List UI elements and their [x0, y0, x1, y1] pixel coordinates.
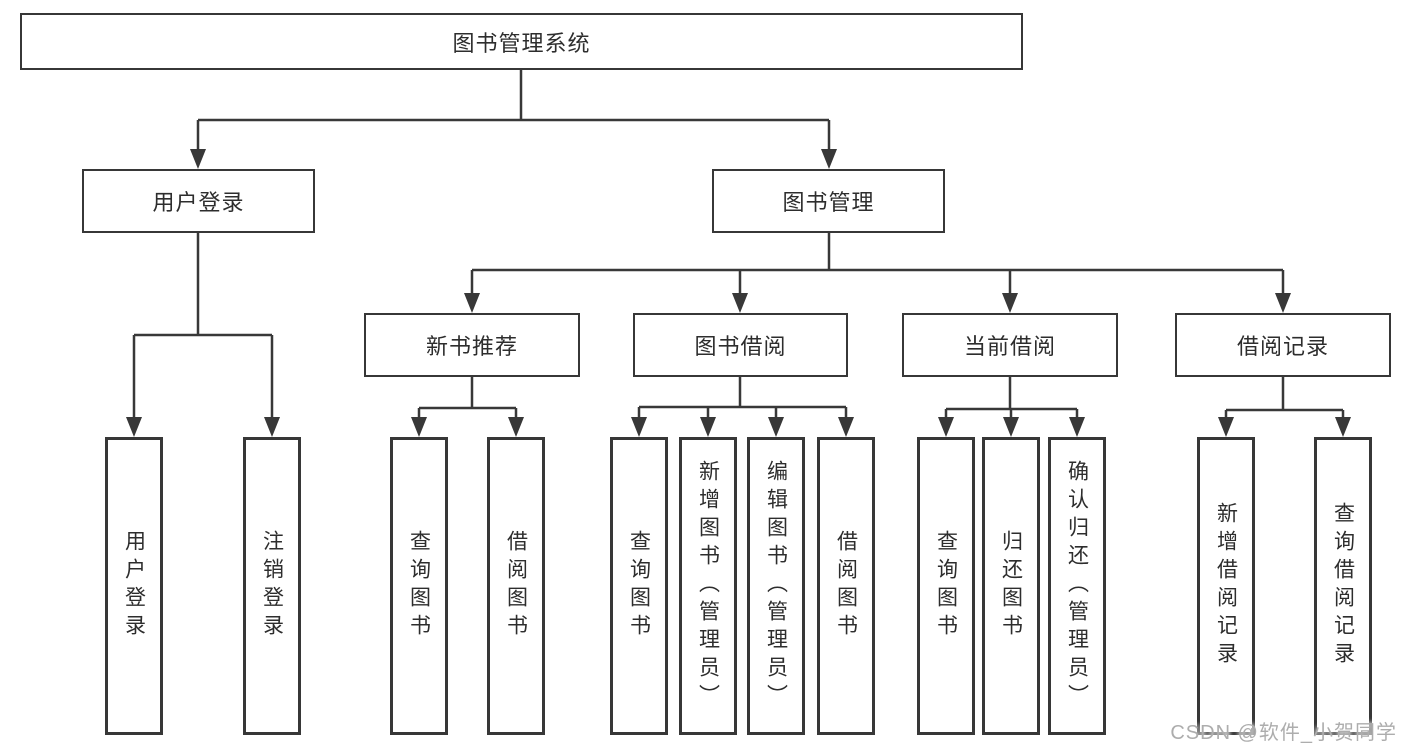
node-leaf-borrow-books: 借阅图书 [817, 437, 875, 735]
node-leaf-query-borrow-record: 查询借阅记录 [1314, 437, 1372, 735]
node-book-borrow-label: 图书借阅 [694, 334, 787, 359]
connector-borrow-records-to-leaves [1218, 377, 1351, 437]
node-borrow-records-label: 借阅记录 [1236, 334, 1329, 359]
node-leaf-logout: 注销登录 [243, 437, 301, 735]
node-leaf-borrow-books-recommend: 借阅图书 [487, 437, 545, 735]
node-leaf-add-borrow-record-label: 新增借阅记录 [1214, 502, 1238, 670]
connector-root-to-level2 [190, 70, 837, 169]
node-leaf-query-books-borrow: 查询图书 [610, 437, 668, 735]
node-leaf-confirm-return-admin: 确认归还（管理员） [1048, 437, 1106, 735]
node-leaf-add-books-admin: 新增图书（管理员） [679, 437, 737, 735]
node-current-borrow: 当前借阅 [902, 313, 1118, 377]
node-current-borrow-label: 当前借阅 [963, 334, 1056, 359]
node-new-book-recommend: 新书推荐 [364, 313, 580, 377]
node-leaf-edit-books-admin: 编辑图书（管理员） [747, 437, 805, 735]
node-leaf-edit-books-admin-label: 编辑图书（管理员） [764, 460, 788, 712]
connector-book-management-to-level3 [464, 233, 1291, 313]
node-leaf-query-books-current-label: 查询图书 [934, 530, 958, 642]
node-leaf-query-books-recommend-label: 查询图书 [407, 530, 431, 642]
connector-current-borrow-to-leaves [938, 377, 1085, 437]
node-leaf-query-books-recommend: 查询图书 [390, 437, 448, 735]
node-user-login-label: 用户登录 [152, 190, 245, 215]
node-leaf-return-books-label: 归还图书 [999, 530, 1023, 642]
node-leaf-logout-label: 注销登录 [260, 530, 284, 642]
node-root-label: 图书管理系统 [452, 30, 591, 56]
node-leaf-return-books: 归还图书 [982, 437, 1040, 735]
node-leaf-query-books-current: 查询图书 [917, 437, 975, 735]
node-leaf-borrow-books-recommend-label: 借阅图书 [504, 530, 528, 642]
node-leaf-add-borrow-record: 新增借阅记录 [1197, 437, 1255, 735]
node-leaf-user-login-label: 用户登录 [122, 530, 146, 642]
node-leaf-query-books-borrow-label: 查询图书 [627, 530, 651, 642]
node-book-management: 图书管理 [712, 169, 945, 233]
node-leaf-user-login: 用户登录 [105, 437, 163, 735]
connector-new-book-recommend-to-leaves [411, 377, 524, 437]
node-borrow-records: 借阅记录 [1175, 313, 1391, 377]
node-user-login: 用户登录 [82, 169, 315, 233]
node-root: 图书管理系统 [20, 13, 1023, 70]
node-leaf-borrow-books-label: 借阅图书 [834, 530, 858, 642]
connector-book-borrow-to-leaves [631, 377, 854, 437]
node-leaf-add-books-admin-label: 新增图书（管理员） [696, 460, 720, 712]
node-book-management-label: 图书管理 [782, 190, 875, 215]
connector-user-login-to-leaves [126, 233, 280, 437]
node-leaf-confirm-return-admin-label: 确认归还（管理员） [1065, 460, 1089, 712]
node-book-borrow: 图书借阅 [633, 313, 848, 377]
node-leaf-query-borrow-record-label: 查询借阅记录 [1331, 502, 1355, 670]
node-new-book-recommend-label: 新书推荐 [425, 334, 518, 359]
watermark: CSDN @软件_小贺同学 [1170, 722, 1397, 744]
